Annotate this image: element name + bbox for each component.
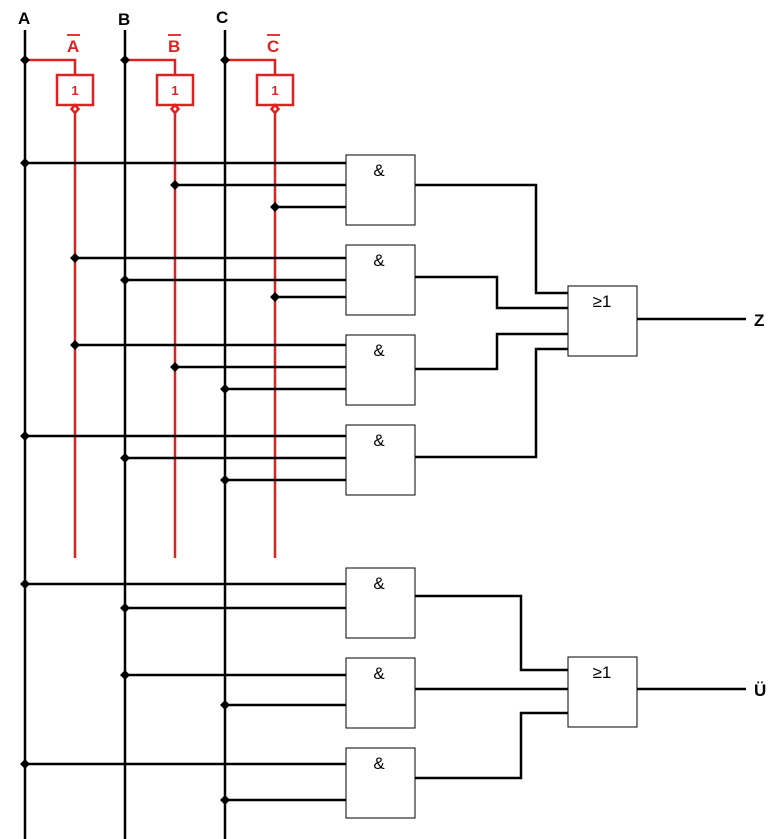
and-gate-box <box>345 244 416 316</box>
junction-dot <box>120 55 130 65</box>
input-bus-lines <box>23 30 227 839</box>
or-gate-symbol: ≥1 <box>593 292 612 311</box>
junction-dot <box>170 180 180 190</box>
junction-dot <box>20 579 30 589</box>
inverted-label-c: C <box>267 37 279 56</box>
and-gate-1: & <box>345 154 416 226</box>
inverter-a: 1 A <box>25 34 95 558</box>
junction-dot <box>20 158 30 168</box>
wire-g3-out <box>415 332 568 371</box>
input-label-a: A <box>18 9 30 28</box>
and-gate-symbol: & <box>373 664 385 683</box>
junction-dot <box>220 795 230 805</box>
and-gate-2: & <box>345 244 416 316</box>
inverter-a-bubble <box>69 103 81 115</box>
and-output-wires <box>415 183 746 780</box>
and-gate-5: & <box>345 567 416 639</box>
and-gate-symbol: & <box>373 574 385 593</box>
and-gate-symbol: & <box>373 431 385 450</box>
junction-dot <box>220 700 230 710</box>
junction-dot <box>270 202 280 212</box>
and-gate-symbol: & <box>373 161 385 180</box>
and-gate-7: & <box>345 747 416 819</box>
inverter-c-bubble <box>269 103 281 115</box>
junction-dot <box>70 253 80 263</box>
inverter-a-feed <box>25 58 77 75</box>
and-gate-box <box>345 334 416 406</box>
and-input-wires <box>25 161 346 802</box>
inverter-b-symbol: 1 <box>171 83 178 98</box>
junction-dot <box>20 759 30 769</box>
junction-dot <box>120 275 130 285</box>
or-gate-box <box>567 656 638 728</box>
and-gate-box <box>345 154 416 226</box>
junction-dot <box>220 55 230 65</box>
junction-dot <box>20 431 30 441</box>
or-gate-box <box>567 285 638 357</box>
wire-g7-out <box>415 711 568 780</box>
and-gate-6: & <box>345 657 416 729</box>
and-gate-symbol: & <box>373 251 385 270</box>
junction-dot <box>70 340 80 350</box>
wire-g2-out <box>415 275 568 310</box>
inverter-c-symbol: 1 <box>271 83 278 98</box>
inverter-b-feed <box>125 58 177 75</box>
and-gate-symbol: & <box>373 341 385 360</box>
or-gate-symbol: ≥1 <box>593 663 612 682</box>
inverter-c-feed <box>225 58 277 75</box>
input-label-c: C <box>216 8 228 27</box>
and-gate-symbol: & <box>373 754 385 773</box>
junction-dots <box>20 55 280 805</box>
junction-dot <box>120 670 130 680</box>
and-gate-box <box>345 567 416 639</box>
junction-dot <box>120 453 130 463</box>
inverted-label-a: A <box>67 37 79 56</box>
wire-g4-out <box>415 347 568 459</box>
and-gate-4: & <box>345 424 416 496</box>
inverted-label-b: B <box>168 37 180 56</box>
and-gate-box <box>345 747 416 819</box>
and-gate-3: & <box>345 334 416 406</box>
junction-dot <box>120 603 130 613</box>
output-label-u: Ü <box>754 681 766 700</box>
output-label-z: Z <box>754 311 764 330</box>
junction-dot <box>20 55 30 65</box>
junction-dot <box>220 475 230 485</box>
or-gate-u: ≥1 <box>567 656 638 728</box>
inverter-b: 1 B <box>125 34 195 558</box>
inverter-c: 1 C <box>225 34 295 558</box>
or-gate-z: ≥1 <box>567 285 638 357</box>
wire-g1-out <box>415 183 568 295</box>
and-gate-box <box>345 424 416 496</box>
junction-dot <box>170 362 180 372</box>
junction-dot <box>220 384 230 394</box>
wire-g5-out <box>415 594 568 672</box>
and-gate-box <box>345 657 416 729</box>
inverter-b-bubble <box>169 103 181 115</box>
input-label-b: B <box>118 10 130 29</box>
junction-dot <box>270 292 280 302</box>
inverter-a-symbol: 1 <box>71 83 78 98</box>
